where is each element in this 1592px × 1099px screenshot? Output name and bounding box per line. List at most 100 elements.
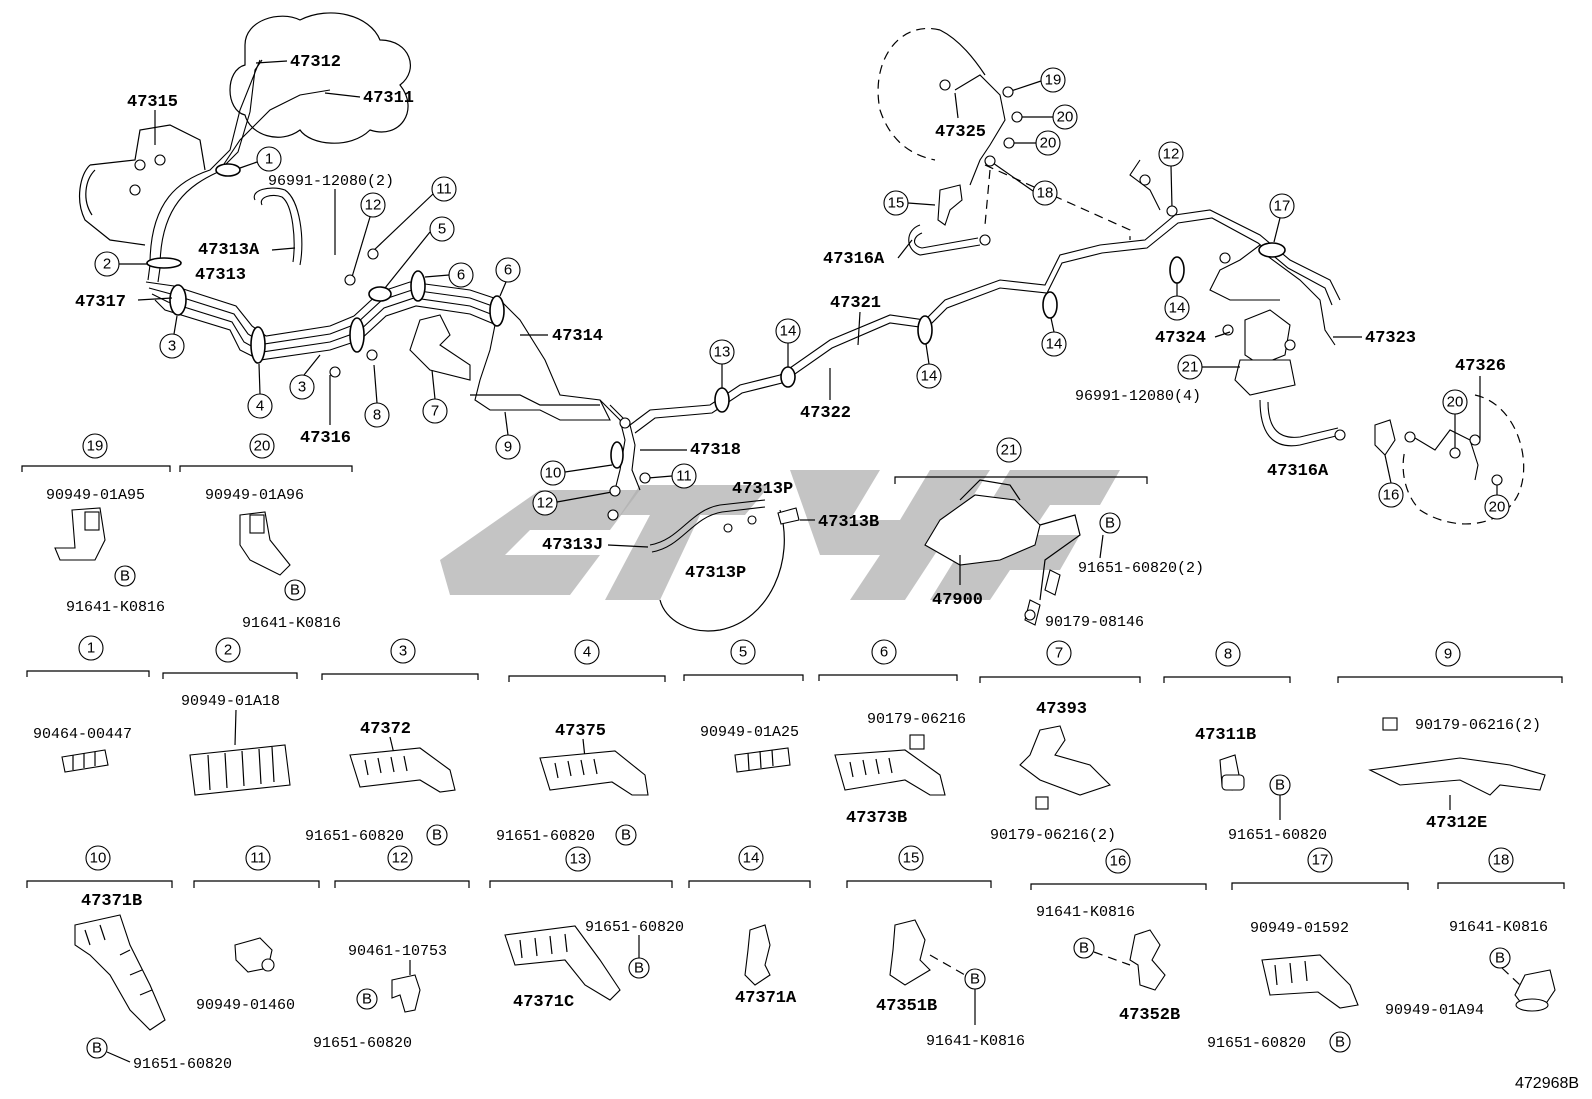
svg-text:18: 18 [1493,852,1510,869]
svg-text:2: 2 [224,642,232,659]
svg-text:19: 19 [1045,72,1062,89]
part-91641-K0816: 91641-K0816 [66,599,165,616]
svg-text:15: 15 [888,195,905,212]
label-47312: 47312 [290,53,341,72]
detail-group-9: 9 90179-06216(2) 47312E [1337,641,1563,833]
part-47373B: 47373B [846,809,907,828]
part-91641-K0816-15: 91641-K0816 [926,1033,1025,1050]
part-91651-60820-13: 91651-60820 [585,919,684,936]
part-90179-06216-2-b: 90179-06216(2) [1415,717,1541,734]
svg-text:8: 8 [373,407,381,424]
svg-text:21: 21 [1001,442,1018,459]
part-47352B: 47352B [1119,1006,1180,1025]
svg-text:20: 20 [1489,499,1506,516]
detail-group-4: 4 47375 91651-60820 B [496,639,666,846]
svg-text:21: 21 [1182,359,1199,376]
label-47311: 47311 [363,89,414,108]
svg-text:6: 6 [880,644,888,661]
detail-group-8: 8 47311B B 91651-60820 [1163,641,1327,844]
part-47375: 47375 [555,722,606,741]
detail-group-12: 12 90461-10753 B 91651-60820 [313,845,470,1052]
svg-text:9: 9 [504,439,512,456]
svg-text:1: 1 [265,151,273,168]
svg-text:20: 20 [1447,394,1464,411]
label-47313J: 47313J [542,536,603,555]
detail-group-14: 14 47371A [688,845,811,1008]
label-47323: 47323 [1365,329,1416,348]
detail-group-20: 20 90949-01A96 B 91641-K0816 [179,433,353,632]
detail-group-1: 1 90464-00447 [26,635,150,773]
part-91651-60820-4: 91651-60820 [496,828,595,845]
svg-text:8: 8 [1224,646,1232,663]
svg-text:9: 9 [1444,646,1452,663]
label-47325: 47325 [935,123,986,142]
part-90949-01A94: 90949-01A94 [1385,1002,1484,1019]
part-91651-60820-17: 91651-60820 [1207,1035,1306,1052]
hose-47313A [253,187,303,266]
svg-text:14: 14 [1046,336,1063,353]
part-90464-00447: 90464-00447 [33,726,132,743]
svg-text:2: 2 [103,256,111,273]
svg-text:3: 3 [168,338,176,355]
part-91651-60820-10: 91651-60820 [133,1056,232,1073]
svg-text:20: 20 [1040,135,1057,152]
part-47372: 47372 [360,720,411,739]
svg-text:10: 10 [90,850,107,867]
svg-text:7: 7 [431,403,439,420]
bracket-47314 [474,298,611,421]
part-90949-01460: 90949-01460 [196,997,295,1014]
part-90949-01A25: 90949-01A25 [700,724,799,741]
drum-outline-top [877,27,941,161]
svg-text:12: 12 [537,495,554,512]
proportioning-valve [1244,309,1291,366]
svg-text:B: B [1275,777,1285,794]
svg-text:14: 14 [1169,300,1186,317]
svg-text:B: B [634,960,644,977]
svg-text:B: B [362,991,372,1008]
svg-text:16: 16 [1383,487,1400,504]
detail-group-15: 15 B 47351B 91641-K0816 [846,845,1025,1050]
label-96991-12080-2: 96991-12080(2) [268,173,394,190]
part-47393: 47393 [1036,700,1087,719]
hose-47313J [649,499,766,553]
detail-group-13: 13 91651-60820 B 47371C [489,846,684,1012]
part-90179-06216-2: 90179-06216(2) [990,827,1116,844]
svg-text:17: 17 [1312,852,1329,869]
tube-47321 [629,209,1341,426]
svg-text:B: B [92,1040,102,1057]
watermark-logo [440,470,1120,600]
label-47317: 47317 [75,293,126,312]
label-47318: 47318 [690,441,741,460]
label-47313P-upper: 47313P [732,480,793,499]
part-91641-K0816-b: 91641-K0816 [242,615,341,632]
part-90949-01A95: 90949-01A95 [46,487,145,504]
svg-text:20: 20 [1057,109,1074,126]
part-90949-01A18: 90949-01A18 [181,693,280,710]
svg-text:B: B [432,827,442,844]
svg-text:14: 14 [743,850,760,867]
label-47315: 47315 [127,93,178,112]
svg-text:11: 11 [676,468,692,485]
hose-47316A-top [908,224,981,256]
svg-text:10: 10 [545,465,562,482]
label-47324: 47324 [1155,329,1206,348]
label-90179-08146: 90179-08146 [1045,614,1144,631]
label-47321: 47321 [830,294,881,313]
main-labels: 47312 47311 47315 96991-12080(2) 47313A … [75,53,1506,631]
svg-text:B: B [621,827,631,844]
booster-body [78,124,206,246]
detail-group-2: 2 90949-01A18 [162,637,298,796]
svg-text:20: 20 [254,438,271,455]
part-47351B: 47351B [876,997,937,1016]
bracket-7-shape [409,314,471,381]
part-90949-01592: 90949-01592 [1250,920,1349,937]
label-47313: 47313 [195,266,246,285]
part-47312E: 47312E [1426,814,1487,833]
svg-text:11: 11 [436,181,452,198]
tube-47322 [634,217,1333,434]
detail-group-3: 3 47372 91651-60820 B [305,638,479,846]
svg-text:B: B [1495,950,1505,967]
bolt-47313B [777,507,800,525]
svg-text:13: 13 [714,344,731,361]
